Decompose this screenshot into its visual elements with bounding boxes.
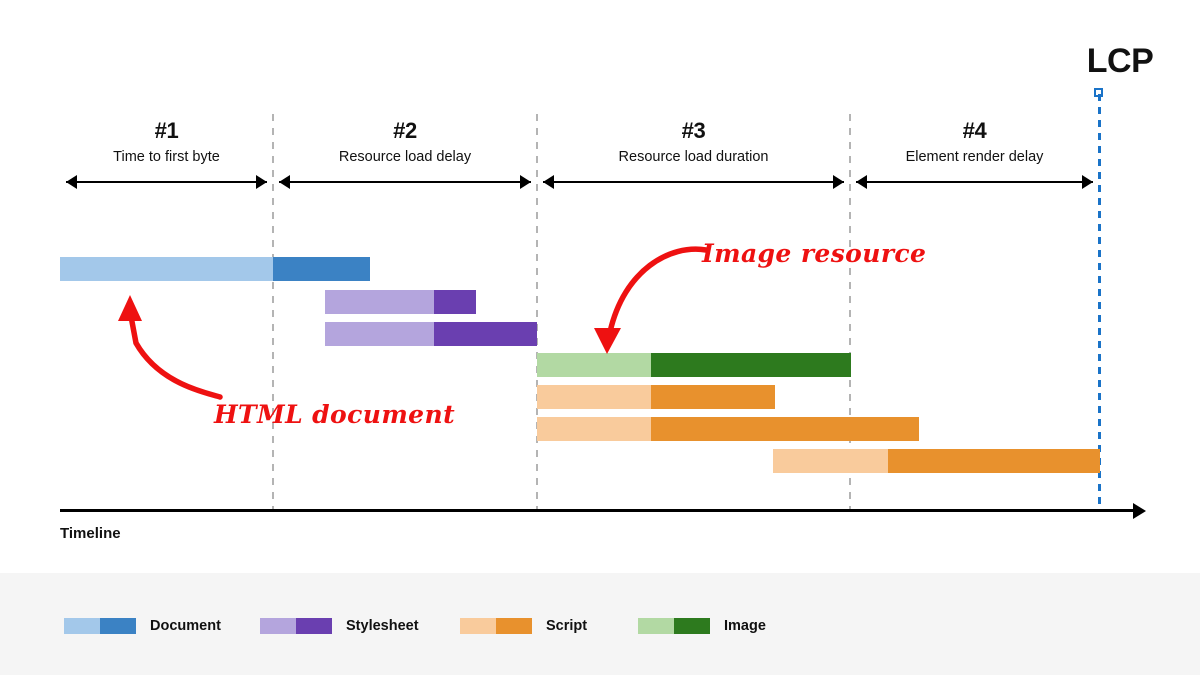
legend-panel: Document Stylesheet Script Image <box>0 573 1200 675</box>
arrow-left-icon <box>543 175 554 189</box>
legend-swatch-stylesheet <box>260 618 332 634</box>
phase-divider-2 <box>536 114 538 510</box>
arrow-left-icon <box>279 175 290 189</box>
phase-measure-arrow-1 <box>66 175 267 189</box>
swatch-dark <box>296 618 332 634</box>
timeline-axis <box>60 509 1135 512</box>
legend-swatch-script <box>460 618 532 634</box>
measure-shaft <box>543 181 844 183</box>
phase-label-4: Element render delay <box>905 149 1044 166</box>
image-bar-download-segment <box>651 353 851 377</box>
swatch-light <box>64 618 100 634</box>
lcp-title: LCP <box>1086 42 1154 80</box>
script-bar-3-download-segment <box>888 449 1100 473</box>
html-document-arrow-icon <box>118 295 223 400</box>
phase-measure-arrow-2 <box>279 175 531 189</box>
arrow-right-icon <box>520 175 531 189</box>
phase-label-2: Resource load delay <box>338 149 472 166</box>
swatch-light <box>460 618 496 634</box>
image-bar <box>537 353 851 377</box>
lcp-vertical-dashed-line <box>1098 94 1101 510</box>
phase-divider-3 <box>849 114 851 510</box>
script-bar-1 <box>537 385 775 409</box>
legend-label-image: Image <box>724 618 766 634</box>
arrow-right-icon <box>1082 175 1093 189</box>
legend-label-stylesheet: Stylesheet <box>346 618 419 634</box>
document-bar <box>60 257 370 281</box>
legend-swatch-document <box>64 618 136 634</box>
timeline-axis-arrow-icon <box>1133 503 1146 519</box>
swatch-light <box>260 618 296 634</box>
arrow-right-icon <box>256 175 267 189</box>
image-resource-annotation: Image resource <box>702 239 927 268</box>
swatch-dark <box>100 618 136 634</box>
legend-item-image: Image <box>638 617 766 635</box>
legend-swatch-image <box>638 618 710 634</box>
script-bar-3-wait-segment <box>773 449 888 473</box>
legend-item-stylesheet: Stylesheet <box>260 617 419 635</box>
document-bar-download-segment <box>273 257 370 281</box>
legend-label-document: Document <box>150 618 221 634</box>
image-bar-wait-segment <box>537 353 651 377</box>
script-bar-1-wait-segment <box>537 385 651 409</box>
measure-shaft <box>856 181 1093 183</box>
script-bar-2-wait-segment <box>537 417 651 441</box>
phase-number-3: #3 <box>681 118 706 143</box>
phase-number-1: #1 <box>154 118 179 143</box>
stylesheet-bar-2-wait-segment <box>325 322 434 346</box>
stylesheet-bar-2 <box>325 322 537 346</box>
phase-measure-arrow-3 <box>543 175 844 189</box>
script-bar-1-download-segment <box>651 385 775 409</box>
stylesheet-bar-1 <box>325 290 476 314</box>
swatch-light <box>638 618 674 634</box>
stylesheet-bar-2-download-segment <box>434 322 537 346</box>
legend-label-script: Script <box>546 618 588 634</box>
measure-shaft <box>279 181 531 183</box>
script-bar-2 <box>537 417 919 441</box>
arrow-left-icon <box>856 175 867 189</box>
legend-item-script: Script <box>460 617 587 635</box>
stylesheet-bar-1-download-segment <box>434 290 476 314</box>
phase-number-2: #2 <box>393 118 417 143</box>
legend-items: Document Stylesheet Script Image <box>0 573 1200 675</box>
script-bar-3 <box>773 449 1100 473</box>
document-bar-wait-segment <box>60 257 273 281</box>
swatch-dark <box>674 618 710 634</box>
phase-measure-arrow-4 <box>856 175 1093 189</box>
arrow-right-icon <box>833 175 844 189</box>
image-resource-arrow-icon <box>594 246 709 354</box>
arrow-left-icon <box>66 175 77 189</box>
stylesheet-bar-1-wait-segment <box>325 290 434 314</box>
measure-shaft <box>66 181 267 183</box>
script-bar-2-download-segment <box>651 417 919 441</box>
timeline-axis-label: Timeline <box>60 525 121 542</box>
phase-number-4: #4 <box>962 118 987 143</box>
html-document-annotation: HTML document <box>214 400 456 429</box>
phase-label-3: Resource load duration <box>618 149 769 166</box>
legend-item-document: Document <box>64 617 221 635</box>
phase-label-1: Time to first byte <box>113 149 220 166</box>
swatch-dark <box>496 618 532 634</box>
phase-divider-1 <box>272 114 274 510</box>
